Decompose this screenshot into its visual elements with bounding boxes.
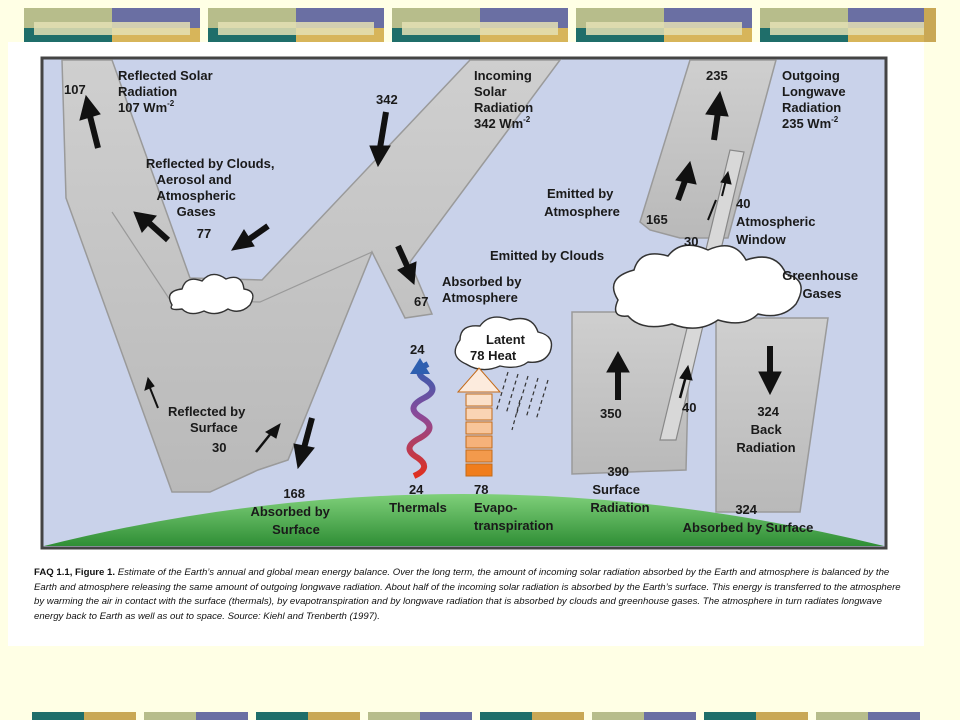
label-back-radiation: 324 Back Radiation <box>736 404 795 455</box>
label-window-value: 40 <box>736 196 750 211</box>
arrow-clouds-up <box>707 199 717 221</box>
arrow-surface-up <box>606 350 630 400</box>
label-thermals-top: 24 <box>410 342 425 357</box>
label-reflected-solar-value: 107 <box>64 82 86 97</box>
label-reflected-solar-title: Reflected Solar Radiation 107 Wm-2 <box>118 68 216 115</box>
caption-text: Estimate of the Earth’s annual and globa… <box>34 567 901 622</box>
arrow-back-radiation-down <box>758 346 782 396</box>
label-absorbed-atmo-value: 67 <box>414 294 428 309</box>
header-tile <box>24 8 200 42</box>
label-emitted-by-atmosphere: Emitted by Atmosphere <box>544 186 620 219</box>
arrow-surface-absorbed <box>293 417 315 470</box>
label-atmospheric-window: Atmospheric Window <box>736 214 819 247</box>
cloud-latent-heat <box>454 316 553 371</box>
outgoing-longwave-band <box>639 59 777 239</box>
arrow-surface-reflect-up <box>255 422 281 453</box>
arrow-clouds-left <box>231 223 270 251</box>
footer-tile <box>256 712 360 720</box>
footer-tile <box>144 712 248 720</box>
label-greenhouse-gases: Greenhouse Gases <box>782 268 861 301</box>
footer-tile <box>480 712 584 720</box>
label-incoming-title: Incoming Solar Radiation 342 Wm-2 <box>474 68 537 131</box>
label-incoming-value: 342 <box>376 92 398 107</box>
arrow-reflected-up <box>79 94 101 149</box>
label-emitted-clouds-value: 30 <box>684 234 698 249</box>
arrow-absorbed-atmo <box>395 244 417 286</box>
footer-tile <box>816 712 920 720</box>
arrow-emitted-atmo <box>675 160 697 202</box>
header-tile <box>760 8 936 42</box>
header-tile <box>392 8 568 42</box>
arrow-outgoing-up <box>705 90 729 141</box>
thermals-arrowhead <box>410 358 430 374</box>
arrow-to-space-left <box>133 211 171 243</box>
flow-arrows <box>79 90 782 470</box>
arrow-window-top <box>720 170 732 197</box>
back-radiation-column <box>715 317 829 513</box>
cloud-right <box>612 244 802 329</box>
header-endcap <box>924 8 936 42</box>
header-tile <box>208 8 384 42</box>
label-absorbed-by-surface-lw: 324 Absorbed by Surface <box>683 502 814 535</box>
label-absorbed-by-surface: 168 Absorbed by Surface <box>250 486 333 537</box>
label-thermals: 24 Thermals <box>389 482 447 515</box>
footer-tile <box>32 712 136 720</box>
label-latent-heat: Latent 78 Heat <box>470 332 529 363</box>
footer-tile <box>704 712 808 720</box>
label-reflected-by-surface: Reflected by Surface 30 <box>168 404 249 455</box>
footer-tile <box>592 712 696 720</box>
cloud-left <box>168 273 254 315</box>
label-evapotranspiration: 78 Evapo- transpiration <box>474 482 554 533</box>
label-reflected-by-clouds: Reflected by Clouds, Aerosol and Atmosph… <box>146 156 278 241</box>
label-surface-radiation: 390 Surface Radiation <box>590 464 649 515</box>
rain <box>495 371 549 431</box>
thermals-wave <box>406 361 436 479</box>
diagram-labels: 107 Reflected Solar Radiation 107 Wm-2 3… <box>64 68 861 537</box>
figure-caption: FAQ 1.1, Figure 1. Estimate of the Earth… <box>34 566 904 624</box>
arrow-incoming-down <box>369 111 391 168</box>
label-emitted-by-clouds: Emitted by Clouds <box>490 248 604 263</box>
footer-tile <box>368 712 472 720</box>
evapotranspiration-stack <box>456 367 502 477</box>
label-emitted-atmo-value: 165 <box>646 212 668 227</box>
arrow-window-up <box>678 364 693 399</box>
label-outgoing-value: 235 <box>706 68 728 83</box>
label-surface-up-value: 350 <box>600 406 622 421</box>
label-window-up-value: 40 <box>682 400 696 415</box>
earth-surface <box>44 494 884 546</box>
header-tile <box>576 8 752 42</box>
arrow-thin-up-left <box>144 376 159 409</box>
caption-label: FAQ 1.1, Figure 1. <box>34 567 116 578</box>
label-absorbed-by-atmosphere: Absorbed by Atmosphere <box>442 274 525 305</box>
label-outgoing-title: Outgoing Longwave Radiation 235 Wm-2 <box>782 68 849 131</box>
